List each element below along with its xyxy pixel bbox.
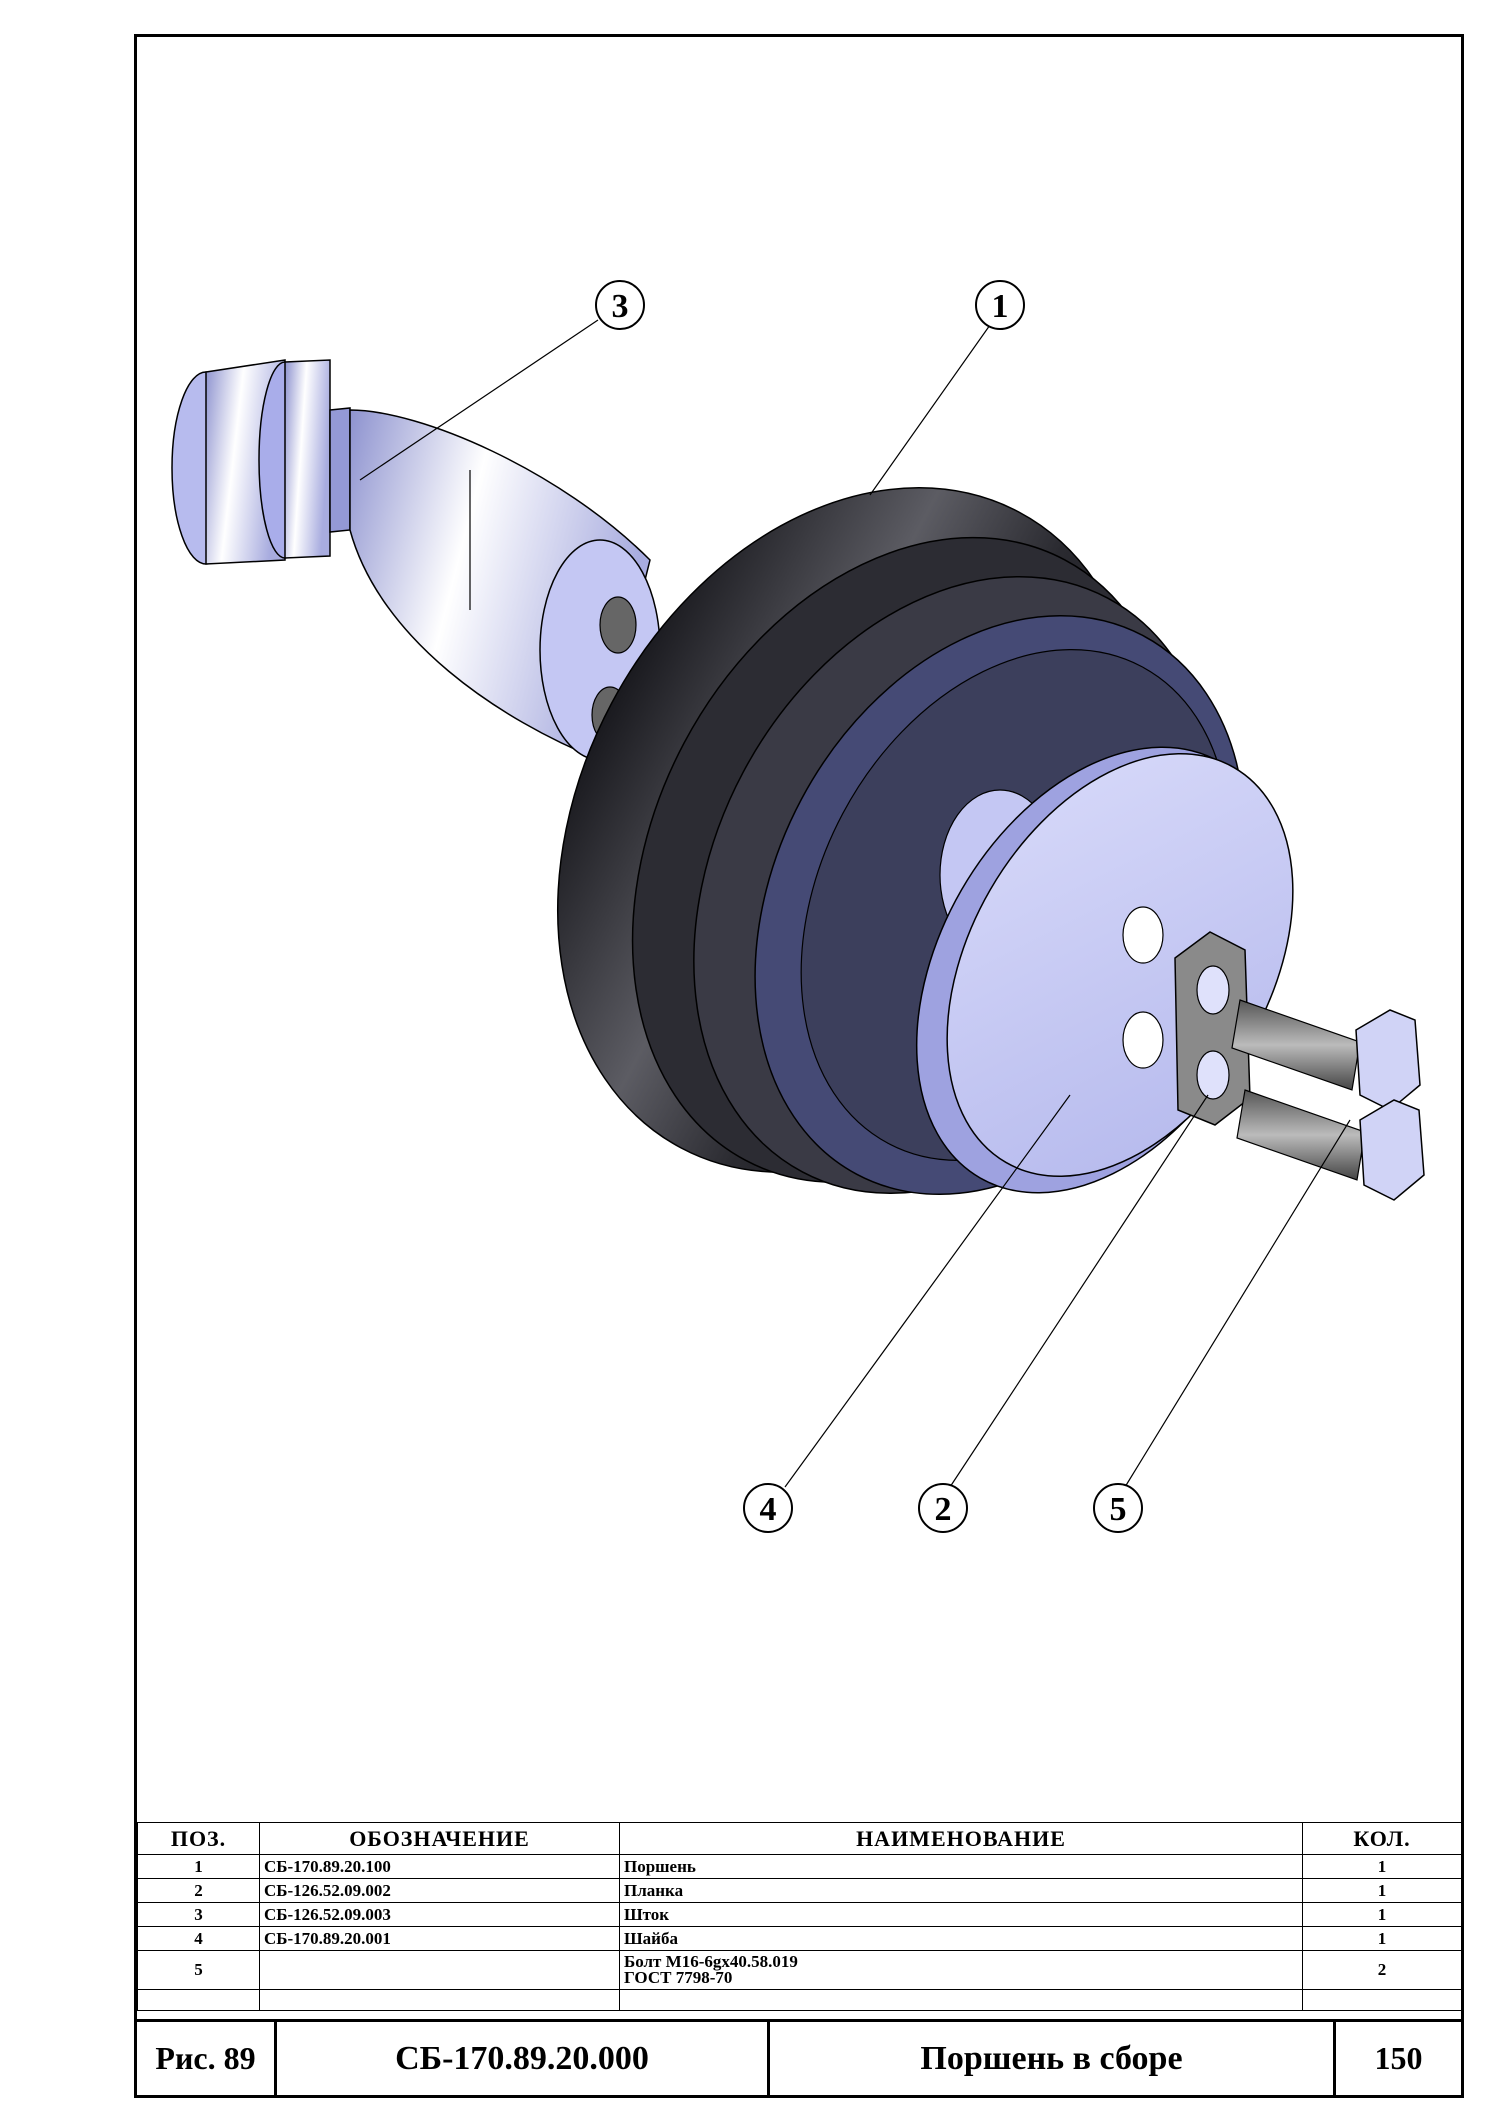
row-pos: 2 — [137, 1878, 260, 1903]
callout-4: 4 — [743, 1483, 793, 1533]
spec-header-row: ПОЗ. ОБОЗНАЧЕНИЕ НАИМЕНОВАНИЕ КОЛ. — [137, 1822, 1462, 1855]
callout-5: 5 — [1093, 1483, 1143, 1533]
header-pos: ПОЗ. — [137, 1822, 260, 1855]
header-name: НАИМЕНОВАНИЕ — [619, 1822, 1303, 1855]
callout-3: 3 — [595, 280, 645, 330]
row-pos: 5 — [137, 1950, 260, 1990]
table-row: 1 СБ-170.89.20.100 Поршень 1 — [137, 1854, 1462, 1879]
svg-text:2: 2 — [935, 1491, 952, 1528]
row-name: Поршень — [619, 1854, 1303, 1879]
table-row: 3 СБ-126.52.09.003 Шток 1 — [137, 1902, 1462, 1927]
row-pos: 1 — [137, 1854, 260, 1879]
row-name: Планка — [619, 1878, 1303, 1903]
header-qty: КОЛ. — [1302, 1822, 1462, 1855]
svg-text:1: 1 — [992, 288, 1009, 325]
row-designation: СБ-170.89.20.100 — [259, 1854, 620, 1879]
row-designation: СБ-126.52.09.003 — [259, 1902, 620, 1927]
row-name-line2: ГОСТ 7798-70 — [624, 1968, 733, 1987]
row-name: Шайба — [619, 1926, 1303, 1951]
row-name: Болт М16-6gх40.58.019 ГОСТ 7798-70 — [619, 1950, 1303, 1990]
callout-1: 1 — [975, 280, 1025, 330]
row-pos: 3 — [137, 1902, 260, 1927]
row-name: Шток — [619, 1902, 1303, 1927]
leader-lines — [359, 319, 1351, 1488]
row-designation — [259, 1950, 620, 1990]
svg-text:4: 4 — [760, 1491, 777, 1528]
row-pos: 4 — [137, 1926, 260, 1951]
figure-number: Рис. 89 — [137, 2022, 277, 2095]
header-designation: ОБОЗНАЧЕНИЕ — [259, 1822, 620, 1855]
table-row: 5 Болт М16-6gх40.58.019 ГОСТ 7798-70 2 — [137, 1950, 1462, 1990]
bolts-part — [1231, 999, 1425, 1201]
callout-2: 2 — [918, 1483, 968, 1533]
table-row-empty — [137, 1989, 1462, 2011]
row-qty: 1 — [1302, 1902, 1462, 1927]
table-row: 4 СБ-170.89.20.001 Шайба 1 — [137, 1926, 1462, 1951]
table-row: 2 СБ-126.52.09.002 Планка 1 — [137, 1878, 1462, 1903]
drawing-title: Поршень в сборе — [770, 2022, 1336, 2095]
svg-text:5: 5 — [1110, 1491, 1127, 1528]
row-designation: СБ-170.89.20.001 — [259, 1926, 620, 1951]
svg-text:3: 3 — [612, 288, 629, 325]
specification-table: ПОЗ. ОБОЗНАЧЕНИЕ НАИМЕНОВАНИЕ КОЛ. 1 СБ-… — [137, 1822, 1462, 2011]
row-name-line1: Болт М16-6gх40.58.019 — [624, 1952, 798, 1971]
row-qty: 2 — [1302, 1950, 1462, 1990]
row-qty: 1 — [1302, 1854, 1462, 1879]
row-qty: 1 — [1302, 1926, 1462, 1951]
rod-part — [171, 359, 661, 762]
assembly-illustration: 3 1 4 2 5 — [171, 280, 1425, 1533]
drawing-code: СБ-170.89.20.000 — [277, 2022, 770, 2095]
page-number: 150 — [1374, 2040, 1423, 2076]
plate-part — [1174, 931, 1251, 1126]
row-designation: СБ-126.52.09.002 — [259, 1878, 620, 1903]
title-block: Рис. 89 СБ-170.89.20.000 Поршень в сборе… — [137, 2019, 1461, 2095]
drawing-frame — [134, 34, 1464, 2098]
row-qty: 1 — [1302, 1878, 1462, 1903]
